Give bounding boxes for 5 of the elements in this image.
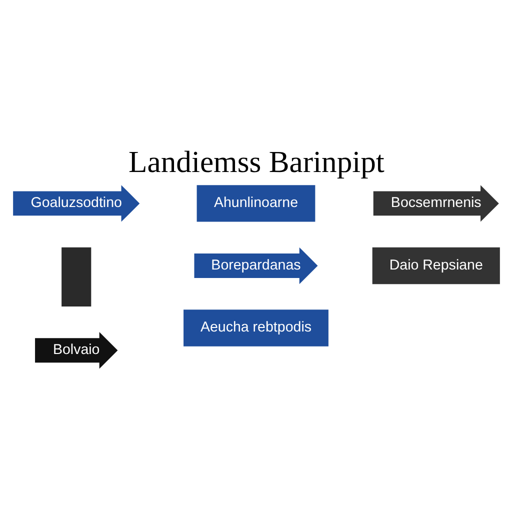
diagram-title: Landiemss Barinpipt bbox=[128, 144, 384, 179]
node-box: Aeucha rebtpodis bbox=[183, 310, 328, 346]
node-box: Ahunlinoarne bbox=[196, 185, 315, 222]
node-box: Daio Repsiane bbox=[372, 247, 500, 284]
node-box bbox=[61, 247, 91, 307]
